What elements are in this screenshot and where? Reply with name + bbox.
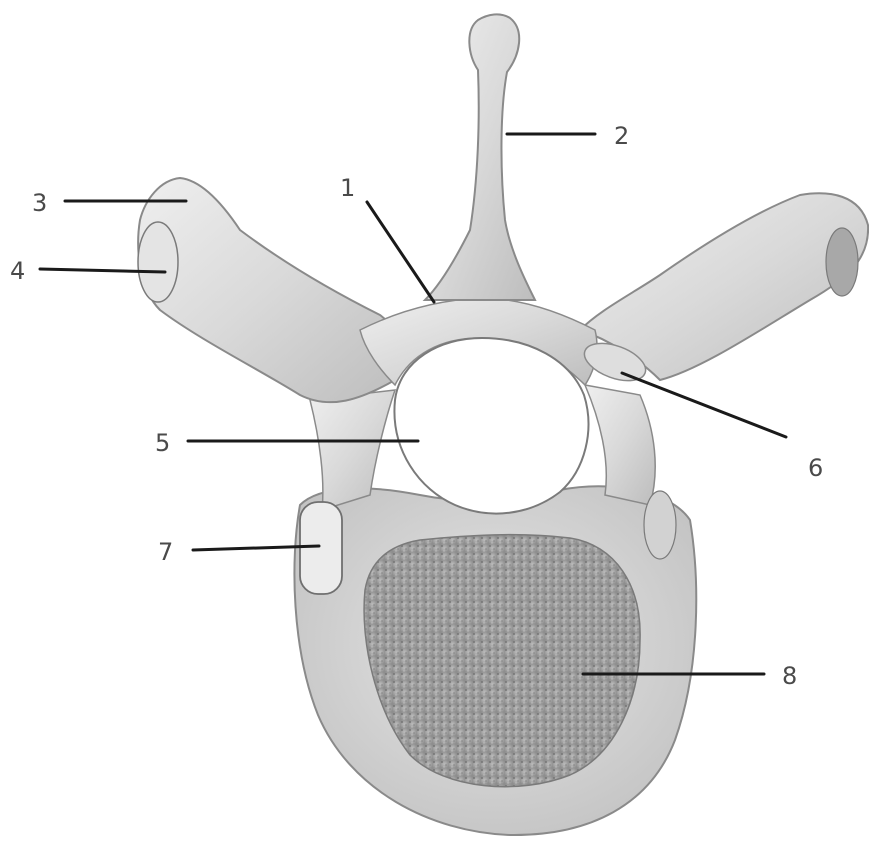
right-transverse-tip-facet <box>826 228 858 296</box>
label-5: 5 <box>155 429 170 457</box>
label-4: 4 <box>10 257 25 285</box>
right-body-costal-facet <box>644 491 676 559</box>
spinous-process <box>425 14 535 300</box>
transverse-costal-facet <box>138 222 178 302</box>
label-1: 1 <box>340 174 355 202</box>
label-2: 2 <box>614 122 629 150</box>
label-3: 3 <box>32 189 47 217</box>
label-7: 7 <box>158 538 173 566</box>
leader-line-1 <box>367 202 434 302</box>
left-transverse-process <box>138 178 402 402</box>
label-8: 8 <box>782 662 797 690</box>
superior-costal-facet <box>300 502 342 594</box>
vertebral-foramen <box>394 338 588 514</box>
label-6: 6 <box>808 454 823 482</box>
cancellous-bone <box>364 535 640 787</box>
